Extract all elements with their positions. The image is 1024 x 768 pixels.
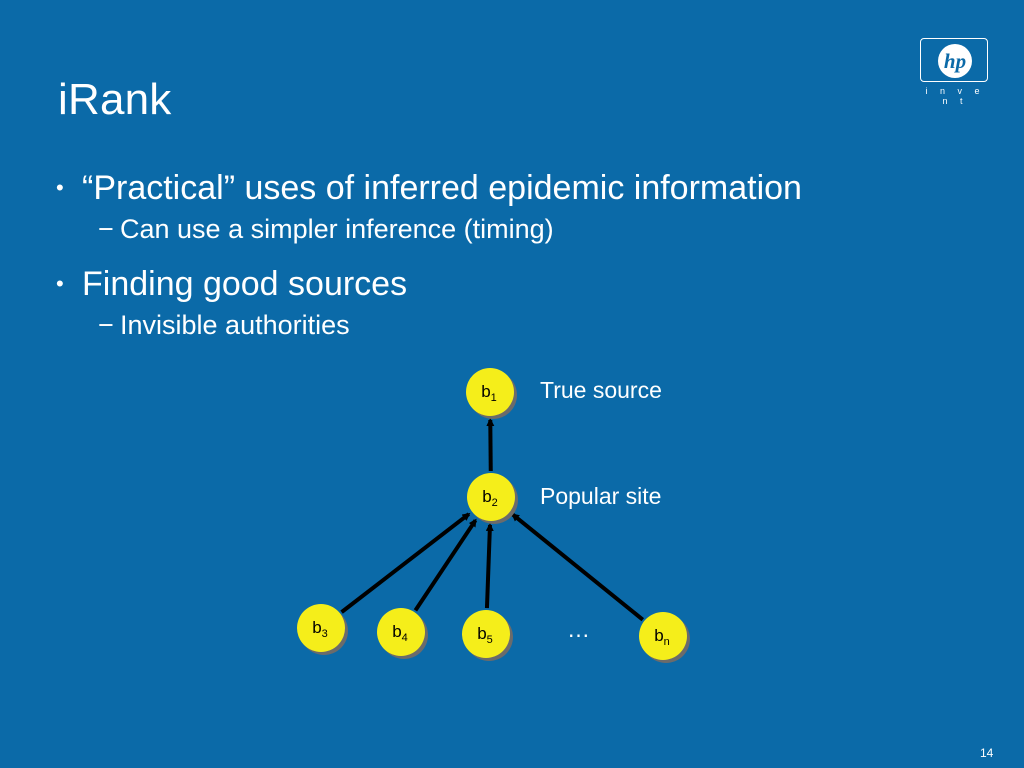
slide-title: iRank [58, 75, 172, 124]
ellipsis-label: … [567, 616, 590, 642]
node-bn: bn [639, 612, 690, 663]
node-b4: b4 [377, 608, 428, 659]
sub-bullet-text: Can use a simpler inference (timing) [120, 214, 554, 244]
sub-bullet-text: Invisible authorities [120, 310, 350, 340]
edge-b4-to-b2 [413, 518, 478, 612]
node-label: b5 [477, 624, 493, 646]
true-source-label: True source [540, 377, 662, 403]
node-circle [377, 608, 425, 656]
node-circle [462, 610, 510, 658]
sub-bullet-dash-icon: − [98, 214, 114, 244]
node-circle [466, 368, 514, 416]
bullet-text: “Practical” uses of inferred epidemic in… [82, 169, 802, 207]
bullet-dot-icon: • [56, 271, 64, 296]
edge-bn-to-b2 [511, 513, 645, 622]
bullet-list: • “Practical” uses of inferred epidemic … [56, 168, 956, 342]
node-b3: b3 [297, 604, 348, 655]
bullet-text: Finding good sources [82, 265, 408, 303]
hp-logo-icon: hp [920, 38, 988, 82]
svg-text:hp: hp [944, 49, 966, 73]
popular-site-label: Popular site [540, 483, 661, 509]
node-label: b4 [392, 622, 408, 644]
hp-invent-logo: hp i n v e n t [920, 38, 990, 106]
page-number: 14 [980, 746, 994, 760]
sub-bullet-item: − Invisible authorities [56, 308, 956, 342]
node-circle [467, 473, 515, 521]
node-circle [297, 604, 345, 652]
bullet-dot-icon: • [56, 175, 64, 200]
node-label: bn [654, 626, 670, 648]
bullet-item: • Finding good sources [56, 264, 956, 304]
sub-bullet-item: − Can use a simpler inference (timing) [56, 212, 956, 246]
bullet-item: • “Practical” uses of inferred epidemic … [56, 168, 956, 208]
edge-b5-to-b2 [484, 522, 494, 609]
sub-bullet-dash-icon: − [98, 310, 114, 340]
edge-b3-to-b2 [340, 512, 471, 614]
node-circle [639, 612, 687, 660]
node-b1: b1 [466, 368, 517, 419]
node-b2: b2 [467, 473, 518, 524]
logo-tagline: i n v e n t [925, 86, 985, 106]
node-label: b3 [312, 618, 328, 640]
node-b5: b5 [462, 610, 513, 661]
node-label: b1 [481, 382, 497, 404]
node-label: b2 [482, 487, 498, 509]
